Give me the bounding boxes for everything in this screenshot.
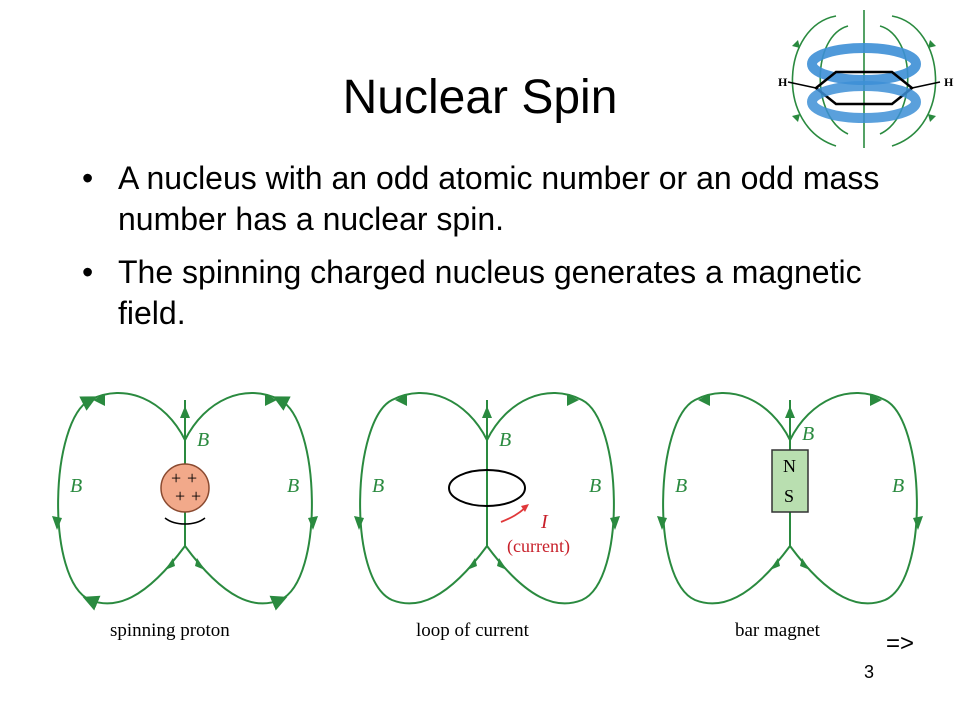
field-arrowhead — [792, 40, 800, 48]
spin-arrow — [164, 517, 206, 525]
field-line-left — [662, 392, 791, 605]
field-arrowhead — [567, 394, 579, 406]
loop-of-current-panel: B B B I (current) — [354, 392, 620, 605]
field-arrowhead — [52, 516, 62, 530]
positive-charge: + — [187, 468, 197, 488]
page-number: 3 — [864, 662, 875, 682]
bullet-text: A nucleus with an odd atomic number or a… — [118, 160, 880, 237]
field-arrowhead — [265, 394, 277, 406]
field-label-right: B — [287, 475, 299, 497]
bullet-item: • The spinning charged nucleus generates… — [82, 252, 912, 334]
hydrogen-label-right: H — [944, 75, 954, 89]
current-loop — [448, 469, 526, 507]
proton-sphere — [160, 463, 210, 513]
bullet-list: • A nucleus with an odd atomic number or… — [82, 158, 912, 346]
field-arrowhead — [800, 558, 810, 570]
field-line-left — [57, 392, 186, 611]
field-label-center: B — [802, 423, 814, 445]
field-line-right — [789, 392, 918, 605]
field-label-center: B — [499, 429, 511, 451]
south-pole-label: S — [784, 486, 794, 506]
field-arrowhead — [354, 516, 364, 530]
field-label-center: B — [197, 429, 209, 451]
field-arrowhead — [165, 558, 175, 570]
axis-arrowhead — [785, 406, 795, 418]
axis-arrowhead — [180, 406, 190, 418]
bullet-dot: • — [82, 254, 94, 290]
field-arrowhead — [870, 394, 882, 406]
lower-ring-current — [807, 81, 921, 123]
benzene-ring-current-figure: H H — [778, 10, 954, 148]
field-arrowhead — [657, 516, 667, 530]
field-arrowhead — [928, 40, 936, 48]
field-line — [791, 15, 837, 147]
field-label-left: B — [70, 475, 82, 497]
field-line-right — [184, 392, 313, 611]
field-label-left: B — [372, 475, 384, 497]
current-label: (current) — [507, 536, 570, 557]
current-symbol: I — [540, 511, 549, 533]
bar-magnet — [771, 449, 809, 513]
caption-spinning-proton: spinning proton — [110, 620, 230, 641]
bullet-item: • A nucleus with an odd atomic number or… — [82, 158, 912, 240]
spinning-proton-panel: + + + + B B B — [52, 392, 318, 611]
field-arrowhead — [792, 114, 800, 122]
upper-ring-current — [807, 43, 921, 85]
current-arrowhead — [521, 504, 529, 512]
field-arrowhead — [497, 558, 507, 570]
bullet-dot: • — [82, 160, 94, 196]
caption-loop-of-current: loop of current — [416, 620, 529, 641]
ch-bond-right — [911, 81, 941, 89]
field-arrowhead — [93, 394, 105, 406]
field-arrowhead — [610, 516, 620, 530]
next-slide-marker: => — [886, 630, 915, 657]
field-line-left — [359, 392, 488, 605]
field-arrowhead — [770, 558, 780, 570]
positive-charge: + — [191, 486, 201, 506]
axis-arrowhead — [482, 406, 492, 418]
hydrogen-label-left: H — [778, 75, 788, 89]
field-line-right — [486, 392, 615, 605]
field-arrowhead — [308, 516, 318, 530]
positive-charge: + — [175, 486, 185, 506]
field-line — [891, 15, 937, 147]
bar-magnet-panel: N S B B B — [657, 392, 923, 605]
field-arrowhead — [698, 394, 710, 406]
field-arrowhead — [467, 558, 477, 570]
bullet-text: The spinning charged nucleus generates a… — [118, 254, 862, 331]
field-arrowhead — [928, 114, 936, 122]
slide-title: Nuclear Spin — [342, 71, 618, 124]
caption-bar-magnet: bar magnet — [735, 620, 820, 641]
positive-charge: + — [171, 468, 181, 488]
ch-bond-left — [787, 81, 817, 89]
magnetic-field-diagram: + + + + B B B B B B I (current) — [52, 392, 923, 611]
field-label-right: B — [892, 475, 904, 497]
field-arrowhead — [913, 516, 923, 530]
field-arrowhead — [195, 558, 205, 570]
field-arrowhead — [395, 394, 407, 406]
north-pole-label: N — [783, 456, 796, 476]
field-label-right: B — [589, 475, 601, 497]
field-label-left: B — [675, 475, 687, 497]
